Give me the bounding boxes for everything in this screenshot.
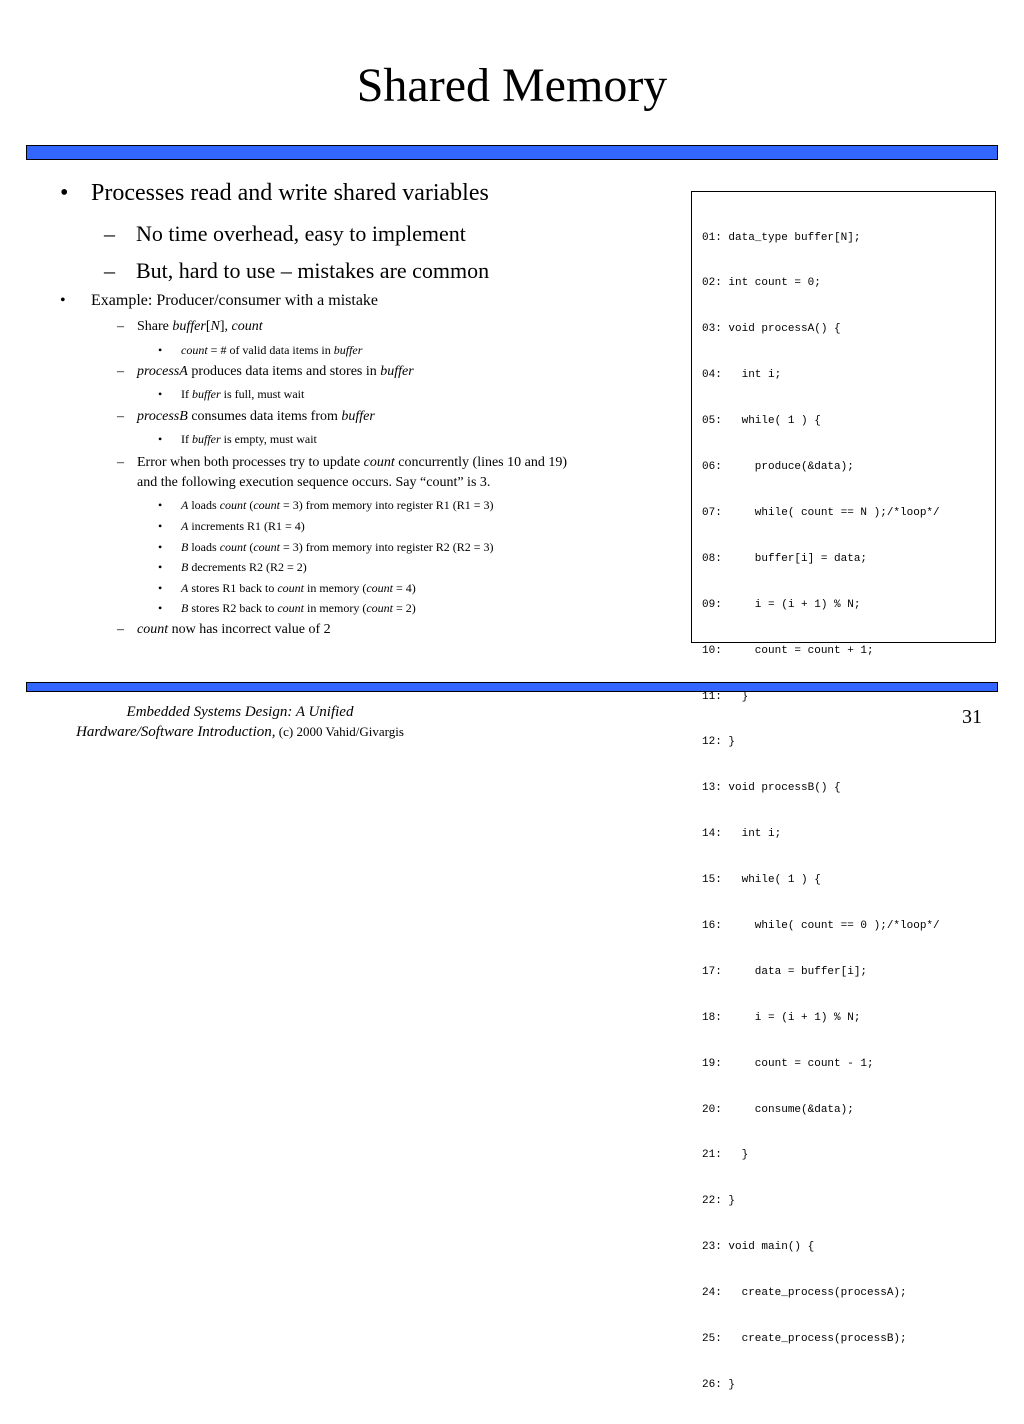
dash-mark: – [117,455,124,470]
item-text: count now has incorrect value of 2 [137,622,331,637]
code-line: 23: void main() { [702,1241,815,1254]
dash-mark: – [117,319,124,334]
code-line: 08: buffer[i] = data; [702,552,868,565]
top-divider-bar [26,145,998,160]
code-listing-box: 01: data_type buffer[N]; 02: int count =… [691,191,996,1391]
bullet-mark: • [158,581,163,595]
bullet-mark: • [158,560,163,574]
item-text: processA produces data items and stores … [137,364,414,379]
item-text: Share buffer[N], count [137,319,263,334]
code-line: 02: int count = 0; [702,277,821,290]
item-text: B stores R2 back to count in memory (cou… [181,601,416,615]
code-line: 14: int i; [702,828,782,841]
code-line: 03: void processA() { [702,323,841,336]
dash-mark: – [104,258,115,283]
code-listing: 01: data_type buffer[N]; 02: int count =… [702,200,940,1424]
item-text: If buffer is empty, must wait [181,432,317,446]
code-line: 07: while( count == N );/*loop*/ [702,506,940,519]
bullet-mark: • [158,343,163,357]
code-line: 25: create_process(processB); [702,1332,907,1345]
dash-mark: – [117,622,124,637]
item-text: A stores R1 back to count in memory (cou… [181,581,416,595]
item-text: Example: Producer/consumer with a mistak… [91,292,379,309]
item-text: Processes read and write shared variable… [91,180,489,206]
code-line: 24: create_process(processA); [702,1287,907,1300]
code-line: 21: } [702,1149,749,1162]
item-text: If buffer is full, must wait [181,387,305,401]
code-line: 09: i = (i + 1) % N; [702,598,861,611]
code-line: 16: while( count == 0 );/*loop*/ [702,919,940,932]
code-line: 10: count = count + 1; [702,644,874,657]
item-text: No time overhead, easy to implement [136,221,466,246]
bullet-mark: • [60,180,69,206]
item-text: count = # of valid data items in buffer [181,343,363,357]
code-line: 04: int i; [702,369,782,382]
dash-mark: – [117,364,124,379]
item-text: processB consumes data items from buffer [137,409,375,424]
dash-mark: – [117,409,124,424]
item-text: Error when both processes try to update … [137,455,568,470]
item-text: B loads count (count = 3) from memory in… [181,540,494,554]
item-text: But, hard to use – mistakes are common [136,258,490,283]
footer-line-1: Embedded Systems Design: A Unified [126,704,354,720]
code-line: 22: } [702,1195,736,1208]
slide-title: Shared Memory [356,59,668,112]
item-text: A increments R1 (R1 = 4) [181,519,305,533]
bullet-mark: • [158,498,163,512]
bullet-mark: • [158,387,163,401]
code-line: 13: void processB() { [702,782,841,795]
code-line: 06: produce(&data); [702,461,854,474]
code-line: 19: count = count - 1; [702,1057,874,1070]
dash-mark: – [104,221,115,246]
code-line: 17: data = buffer[i]; [702,965,868,978]
code-line: 18: i = (i + 1) % N; [702,1011,861,1024]
item-text: B decrements R2 (R2 = 2) [181,560,307,574]
code-line: 01: data_type buffer[N]; [702,231,861,244]
item-text: and the following execution sequence occ… [137,475,491,490]
code-line: 05: while( 1 ) { [702,415,821,428]
code-line: 12: } [702,736,736,749]
bullet-mark: • [158,601,163,615]
code-line: 20: consume(&data); [702,1103,854,1116]
code-line: 26: } [702,1378,736,1391]
bullet-mark: • [158,432,163,446]
bottom-divider-bar [26,682,998,692]
page-number: 31 [962,706,982,728]
code-line: 11: } [702,690,749,703]
code-line: 15: while( 1 ) { [702,874,821,887]
bullet-list: • Processes read and write shared variab… [0,0,680,660]
item-text: A loads count (count = 3) from memory in… [181,498,494,512]
bullet-mark: • [60,292,66,309]
footer-line-2: Hardware/Software Introduction, [76,724,276,740]
footer-citation: Embedded Systems Design: A Unified Hardw… [0,702,480,742]
footer-copyright: (c) 2000 Vahid/Givargis [275,724,404,739]
bullet-mark: • [158,540,163,554]
bullet-mark: • [158,519,163,533]
